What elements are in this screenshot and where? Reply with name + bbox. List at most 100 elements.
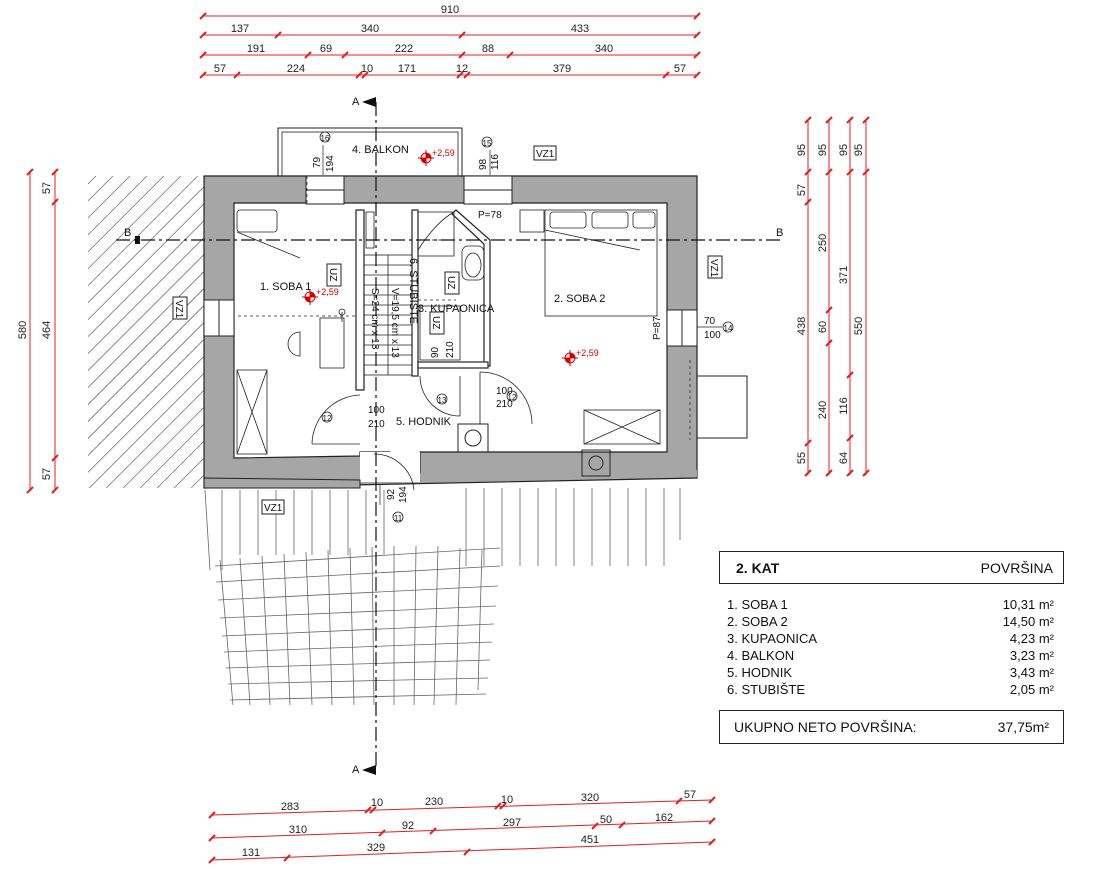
dim-label: 116 (838, 397, 850, 415)
room-area: 3,23 m² (1009, 648, 1054, 663)
opening-dim: 210 (445, 341, 456, 358)
dim-label: 69 (320, 43, 332, 55)
tag-boxes (172, 145, 723, 515)
balcony-inner (281, 131, 459, 177)
dim-label: 57 (674, 63, 686, 75)
area-table-header: 2. KAT POVRŠINA (719, 551, 1064, 584)
dim-label: 88 (482, 43, 494, 55)
room-name: 1. SOBA 1 (727, 597, 788, 612)
bottom-dimension-labels: 283 10 230 10 320 57 310 92 297 50 162 1… (242, 789, 696, 859)
opening-dim: 100 (704, 330, 721, 341)
dim-label: 131 (242, 847, 260, 859)
right-dimension-labels: 95 57 438 55 95 250 60 240 95 371 116 64… (796, 144, 865, 464)
dim-label: 95 (838, 144, 850, 156)
area-table: 2. KAT POVRŠINA 1. SOBA 1 10,31 m² 2. SOB… (719, 551, 1064, 744)
exterior-stair-pergola (204, 488, 681, 706)
wall-piece (420, 470, 697, 480)
dim-label: 64 (838, 452, 850, 464)
marker-12: 12 (508, 393, 517, 402)
dim-label: 92 (402, 820, 414, 832)
dim-label: 222 (395, 43, 413, 55)
opening-dim: 100 (368, 405, 385, 416)
level-value: +2,59 (316, 287, 339, 297)
opening-dim: 90 (430, 346, 441, 358)
dim-label: 12 (456, 63, 468, 75)
opening-dim: 194 (398, 486, 409, 503)
dim-label: 340 (361, 23, 379, 35)
dim-label: 340 (595, 43, 613, 55)
bottom-dimensions (208, 796, 716, 864)
section-mark-a-bottom: A (352, 764, 360, 776)
marker-11: 11 (394, 514, 403, 523)
area-row: 1. SOBA 1 10,31 m² (727, 596, 1054, 613)
opening-dim: 194 (325, 155, 336, 172)
tag-vz1: VZ1 (264, 503, 283, 514)
room-area: 10,31 m² (1002, 597, 1054, 612)
tag-vz1: VZ1 (536, 149, 555, 160)
room-name: 3. KUPAONICA (727, 631, 818, 646)
dim-label: 224 (287, 63, 305, 75)
dim-label: 320 (581, 792, 599, 804)
dim-label: 191 (247, 43, 265, 55)
dim-label: 57 (214, 63, 226, 75)
area-total: UKUPNO NETO POVRŠINA: 37,75m² (719, 710, 1064, 744)
opening-dim-p87: P=87 (652, 316, 663, 340)
wall-piece (203, 477, 361, 489)
dim-label: 297 (503, 817, 521, 829)
room-label-stubiste: 6. STUBIŠTE (407, 258, 420, 324)
hatched-neighbor-area (88, 176, 204, 488)
exterior-wall (203, 175, 698, 489)
dim-label: 230 (425, 796, 443, 808)
tag-uz: UZ (430, 316, 441, 329)
dim-label: 379 (553, 63, 571, 75)
dim-label: 910 (441, 4, 459, 16)
dim-label: 10 (371, 797, 383, 809)
dim-label: 240 (817, 401, 829, 419)
dim-label: 60 (817, 321, 829, 333)
tag-uz: UZ (327, 268, 338, 281)
room-area: 14,50 m² (1002, 614, 1054, 629)
opening-dim: 79 (312, 156, 323, 168)
door-swings (311, 371, 533, 491)
dim-label: 57 (41, 468, 53, 480)
room-label-hodnik: 5. HODNIK (396, 416, 452, 428)
total-label: UKUPNO NETO POVRŠINA: (734, 719, 917, 735)
dim-label: 329 (367, 842, 385, 854)
dim-label: 57 (796, 184, 808, 196)
dim-label: 433 (571, 23, 589, 35)
marker-12: 12 (323, 414, 332, 423)
dim-label: 250 (817, 234, 829, 252)
staircase (363, 211, 413, 376)
opening-dim-p78: P=78 (478, 210, 502, 221)
area-row: 3. KUPAONICA 4,23 m² (727, 630, 1054, 647)
tag-vz1: VZ1 (173, 300, 184, 319)
section-lines (116, 102, 780, 770)
stair-note: S=24 cm x 13 (369, 288, 380, 350)
left-dimension-labels: 580 57 464 57 (17, 182, 53, 480)
dim-label: 10 (361, 63, 373, 75)
top-dimensions (199, 12, 701, 79)
opening-dim: 100 (496, 386, 513, 397)
room-area: 3,43 m² (1009, 665, 1054, 680)
opening-dim: 98 (478, 158, 489, 170)
opening-dim: 210 (496, 399, 513, 410)
dim-label: 57 (684, 789, 696, 801)
marker-13: 13 (438, 396, 447, 405)
dim-label: 162 (655, 812, 673, 824)
stair-note-2: V=19,5 cm x 13 (389, 288, 400, 358)
total-value: 37,75m² (997, 719, 1049, 735)
room-area: 4,23 m² (1009, 631, 1054, 646)
room-name: 4. BALKON (727, 648, 795, 663)
bathroom-fixtures (417, 211, 485, 361)
section-arrows (135, 97, 376, 775)
level-marker-fills (305, 153, 575, 363)
window-frames (218, 189, 683, 346)
section-mark-a-top: A (352, 96, 360, 108)
room-area: 2,05 m² (1009, 682, 1054, 697)
floor-title: 2. KAT (736, 559, 780, 576)
